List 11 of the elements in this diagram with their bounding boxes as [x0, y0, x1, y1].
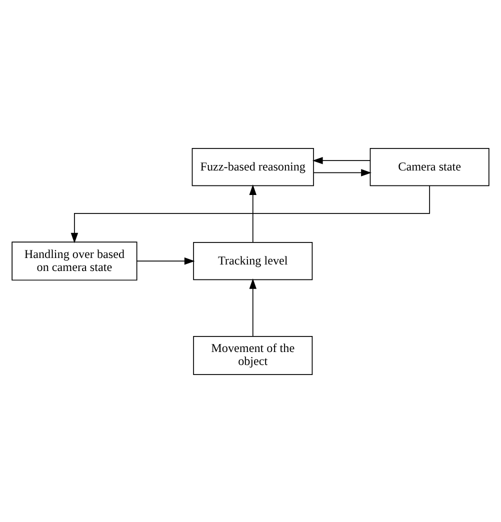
node-box: Handling over based on camera state: [12, 241, 138, 280]
arrow: [136, 256, 195, 264]
arrow: [70, 185, 430, 243]
arrow: [249, 278, 257, 336]
arrow: [249, 184, 257, 242]
arrow: [312, 156, 370, 164]
node-box: Movement of the object: [193, 336, 313, 374]
node-box: Tracking level: [193, 242, 313, 280]
node-box: Camera state: [370, 148, 490, 186]
node-box: Fuzz-based reasoning: [192, 148, 314, 186]
arrow: [313, 168, 372, 176]
